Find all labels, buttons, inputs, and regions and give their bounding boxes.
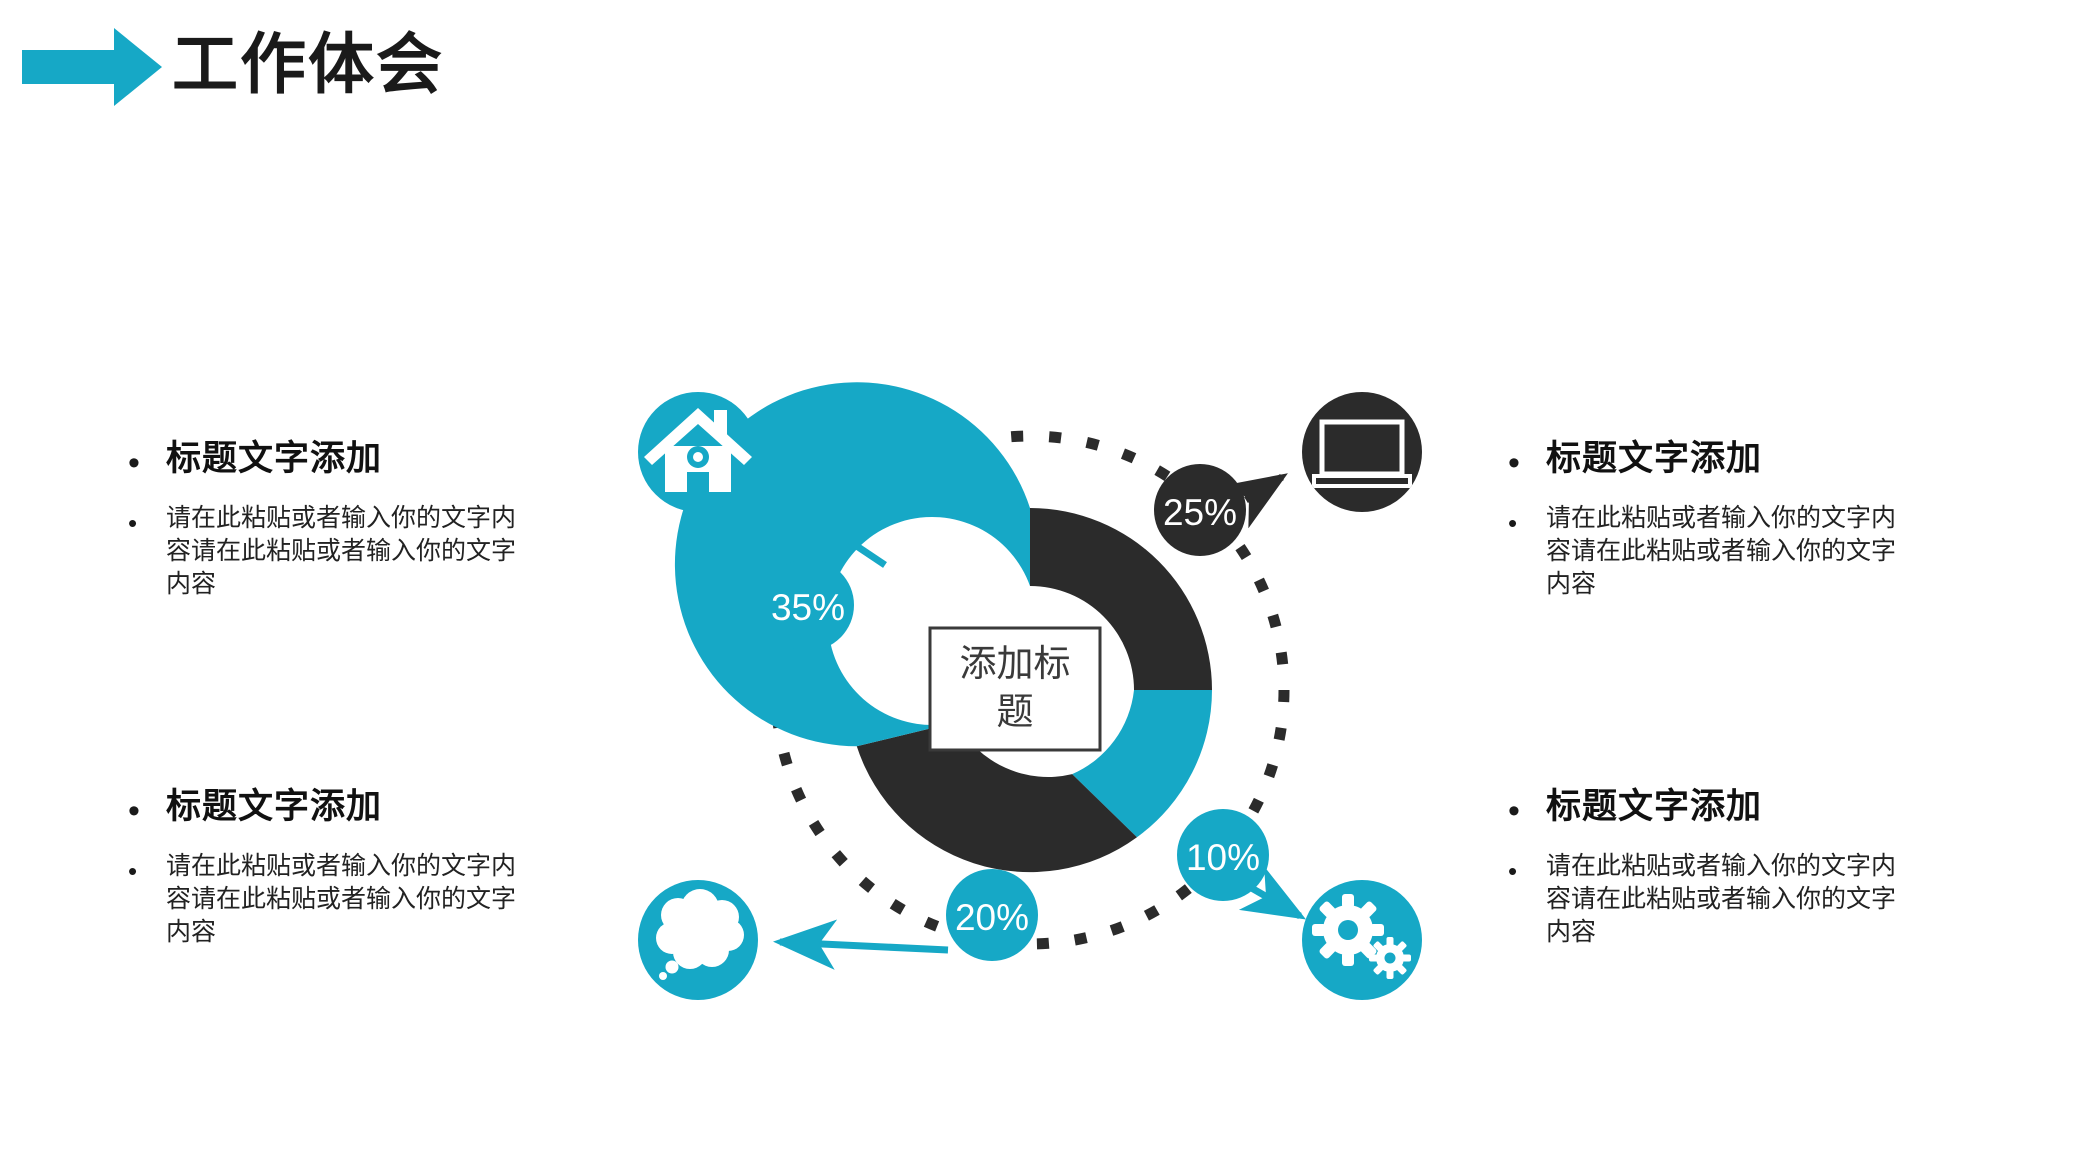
badge-10[interactable]: 10%: [1177, 809, 1269, 901]
slide-header: 工作体会: [0, 0, 2088, 150]
text-block-heading-row: • 标题文字添加: [1508, 787, 1938, 830]
text-block-body-row: • 请在此粘贴或者输入你的文字内容请在此粘贴或者输入你的文字内容: [1508, 850, 1938, 949]
text-block-body-row: • 请在此粘贴或者输入你的文字内容请在此粘贴或者输入你的文字内容: [1508, 502, 1938, 601]
badge-25[interactable]: 25%: [1154, 464, 1246, 556]
text-block-body: 请在此粘贴或者输入你的文字内容请在此粘贴或者输入你的文字内容: [1546, 852, 1897, 946]
badge-20[interactable]: 20%: [946, 869, 1038, 961]
bullet-icon: •: [1508, 508, 1518, 538]
page-title: 工作体会: [172, 27, 444, 101]
center-label-box: [928, 626, 1102, 752]
connector-25-to-laptop: [1221, 473, 1288, 529]
text-block-heading-row: • 标题文字添加: [1508, 439, 1938, 482]
home-icon: [644, 408, 752, 496]
badge-35-circle[interactable]: [762, 559, 854, 651]
bullet-icon: •: [1508, 856, 1518, 886]
text-block-bottom-right: • 标题文字添加 • 请在此粘贴或者输入你的文字内容请在此粘贴或者输入你的文字内…: [1508, 787, 1938, 949]
bullet-icon: •: [128, 508, 138, 538]
connector-20-to-cloud: [773, 919, 949, 970]
bullet-icon: •: [128, 444, 140, 482]
bullet-icon: •: [1508, 444, 1520, 482]
badge-20-circle[interactable]: [946, 869, 1038, 961]
text-block-body-row: • 请在此粘贴或者输入你的文字内容请在此粘贴或者输入你的文字内容: [128, 850, 558, 949]
laptop-icon: [1312, 419, 1412, 488]
text-block-heading-row: • 标题文字添加: [128, 787, 558, 830]
donut-slice-20[interactable]: [856, 722, 1137, 873]
text-block-body: 请在此粘贴或者输入你的文字内容请在此粘贴或者输入你的文字内容: [1546, 504, 1897, 598]
text-block-body-row: • 请在此粘贴或者输入你的文字内容请在此粘贴或者输入你的文字内容: [128, 502, 558, 601]
donut-slice-10[interactable]: [1072, 690, 1212, 838]
dotted-guide-circle: [770, 430, 1290, 950]
donut-slice-25[interactable]: [1030, 508, 1212, 690]
text-block-heading: 标题文字添加: [1546, 787, 1763, 826]
home-icon-button[interactable]: [638, 392, 758, 512]
text-block-top-left: • 标题文字添加 • 请在此粘贴或者输入你的文字内容请在此粘贴或者输入你的文字内…: [128, 439, 558, 601]
text-block-heading-row: • 标题文字添加: [128, 439, 558, 482]
thought-bubble-icon-button[interactable]: [638, 880, 758, 1000]
gears-icon: [1312, 894, 1411, 979]
text-block-top-right: • 标题文字添加 • 请在此粘贴或者输入你的文字内容请在此粘贴或者输入你的文字内…: [1508, 439, 1938, 601]
text-block-heading: 标题文字添加: [166, 787, 383, 826]
bullet-icon: •: [128, 856, 138, 886]
right-arrow-icon: [22, 28, 162, 106]
bullet-icon: •: [1508, 792, 1520, 830]
thought-bubble-icon: [656, 889, 744, 980]
donut-chart: 添加标 题 35% 25% 10% 20%: [600, 370, 1460, 1010]
text-block-body: 请在此粘贴或者输入你的文字内容请在此粘贴或者输入你的文字内容: [166, 504, 517, 598]
text-block-heading: 标题文字添加: [1546, 439, 1763, 478]
badge-10-circle[interactable]: [1177, 809, 1269, 901]
text-block-body: 请在此粘贴或者输入你的文字内容请在此粘贴或者输入你的文字内容: [166, 852, 517, 946]
gears-icon-button[interactable]: [1302, 880, 1422, 1000]
text-block-heading: 标题文字添加: [166, 439, 383, 478]
text-block-bottom-left: • 标题文字添加 • 请在此粘贴或者输入你的文字内容请在此粘贴或者输入你的文字内…: [128, 787, 558, 949]
donut-slice-35[interactable]: [674, 382, 1030, 747]
laptop-icon-button[interactable]: [1302, 392, 1422, 512]
bullet-icon: •: [128, 792, 140, 830]
badge-35[interactable]: 35%: [762, 559, 854, 651]
badge-25-circle[interactable]: [1154, 464, 1246, 556]
connector-10-to-gears: [1238, 866, 1307, 920]
